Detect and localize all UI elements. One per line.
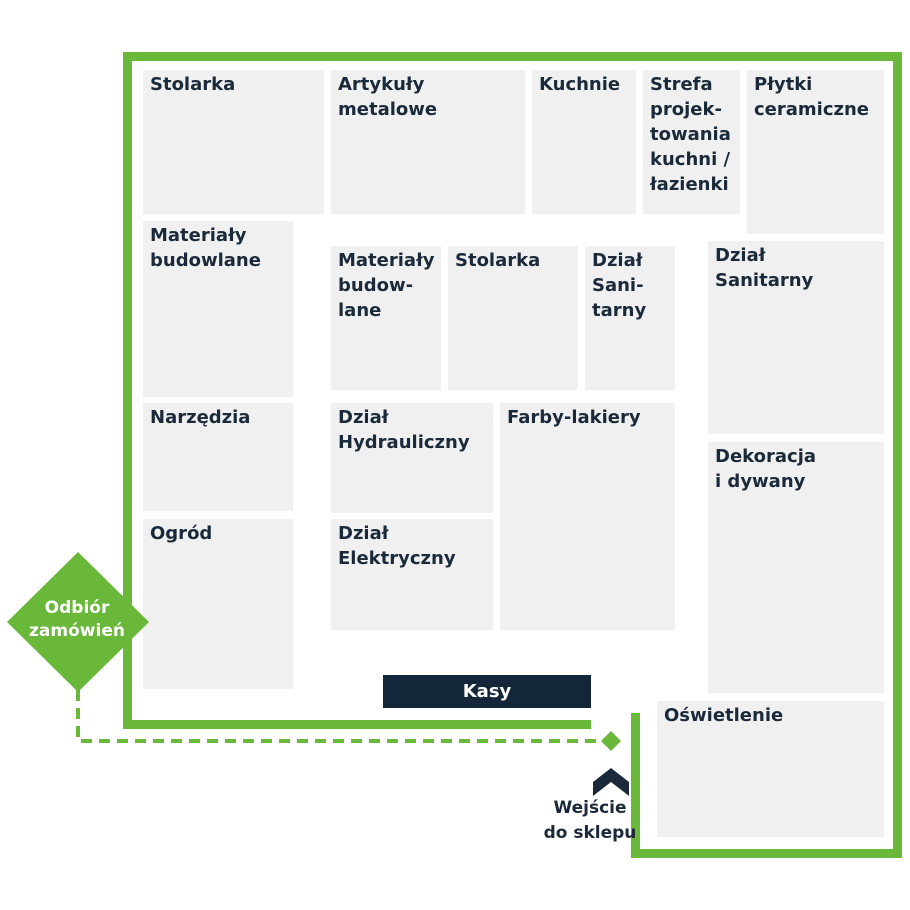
entrance-label: Wejście do sklepu: [543, 798, 637, 843]
zone-materialy-budowlane-left: Materiały budowlane: [143, 221, 293, 397]
zone-stolarka-center: Stolarka: [448, 246, 578, 390]
zone-narzedzia: Narzędzia: [143, 403, 293, 511]
zone-artykuly-metalowe: Artykuły metalowe: [331, 70, 525, 214]
wall-left: [123, 52, 132, 729]
zone-kuchnie: Kuchnie: [532, 70, 636, 214]
zone-plytki-ceramiczne: Płytki ceramiczne: [747, 70, 884, 234]
zone-oswietlenie: Oświetlenie: [657, 701, 884, 837]
zone-stolarka-top: Stolarka: [143, 70, 324, 214]
zone-dzial-sanitarny-right: Dział Sanitarny: [708, 241, 884, 434]
wall-top: [123, 52, 902, 61]
zone-strefa-projektowania: Strefa projek- towania kuchni / łazienki: [643, 70, 740, 214]
zone-dekoracja-dywany: Dekoracja i dywany: [708, 442, 884, 693]
zone-ogrod: Ogród: [143, 519, 293, 689]
small-diamond-icon: [601, 731, 621, 751]
checkout-bar: Kasy: [383, 675, 591, 708]
zone-dzial-hydrauliczny: Dział Hydrauliczny: [331, 403, 493, 513]
wall-bottom-right: [631, 849, 902, 858]
wall-bottom-left: [123, 720, 591, 729]
zone-farby-lakiery: Farby-lakiery: [500, 403, 675, 630]
up-chevron-icon: [593, 768, 629, 796]
zone-dzial-elektryczny: Dział Elektryczny: [331, 519, 493, 630]
wall-entrance-right: [631, 713, 640, 858]
pickup-label: Odbiór zamówień: [29, 598, 125, 641]
zone-materialy-budowlane-center: Materiały budow- lane: [331, 246, 441, 390]
wall-right: [893, 52, 902, 858]
zone-dzial-sanitarny-center: Dział Sani- tarny: [585, 246, 675, 390]
